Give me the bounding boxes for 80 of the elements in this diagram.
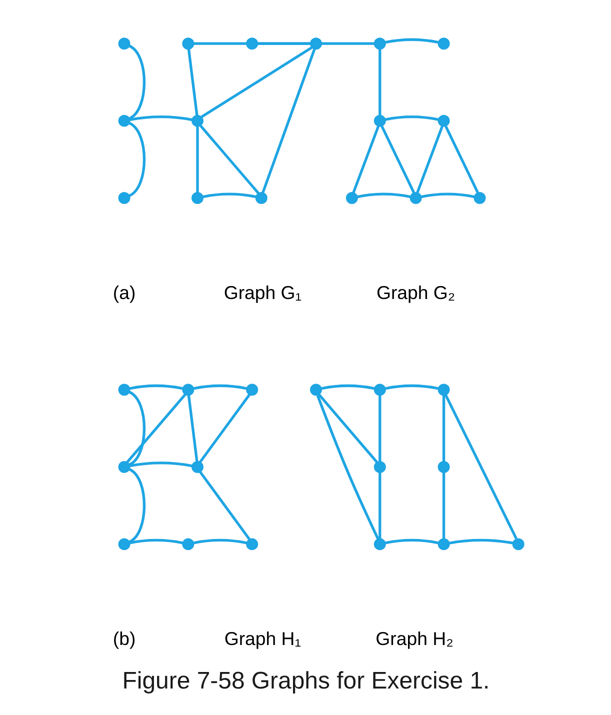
connector [352,126,380,194]
connector [192,384,246,390]
connector [378,472,381,539]
connector [196,126,198,193]
connector [320,384,374,390]
node-circle [246,384,258,396]
connector [129,462,192,468]
connector [128,391,146,466]
node-circle [373,384,386,396]
node-circle [118,192,130,204]
caption: Figure 7-58 Graphs for Exercise 1. [122,668,490,695]
connector [198,394,250,464]
node-circle [373,38,386,50]
connector [384,116,438,121]
node-circle [437,114,450,127]
connector [128,44,146,120]
node-circle [373,114,386,127]
label: (b) [112,628,136,649]
connector [186,48,198,116]
label: Graph G₁ [223,282,302,303]
connector [200,46,312,118]
connector [318,394,378,464]
node-circle [254,192,267,204]
label: Graph H₂ [375,628,453,649]
node-circle [118,114,130,127]
node-circle [437,38,450,50]
connector [384,38,438,44]
connector [129,538,182,544]
connector [126,394,186,464]
connector [186,394,198,462]
node-circle [246,38,258,50]
node-circle [373,538,386,550]
node-circle [246,538,258,550]
connector [128,468,146,544]
connector [378,48,381,116]
connector [198,471,250,540]
node-circle [409,192,422,204]
connector [378,395,381,462]
connector [199,124,260,194]
label: Graph G₂ [376,282,455,303]
node-circle [118,538,130,550]
connector [384,538,438,544]
node-circle [373,460,386,473]
connector [129,384,182,390]
connector [442,472,445,539]
node-circle [182,38,194,50]
connector [420,192,474,198]
node-circle [310,384,322,396]
connector [257,42,374,45]
node-circle [182,538,194,550]
label: Graph H₁ [224,628,301,649]
connector [356,192,410,198]
connector [416,126,444,194]
node-circle [473,192,486,204]
connector [261,48,316,194]
connector [128,122,146,197]
connector [129,116,192,122]
connector [380,126,415,194]
connector [192,538,246,544]
connector [384,384,438,390]
node-circle [512,538,524,550]
node-circle [437,384,450,396]
node-circle [191,460,203,473]
node-circle [437,460,450,473]
connector [442,395,445,462]
node-circle [345,192,358,204]
connector [444,126,478,194]
connector [448,538,513,544]
node-circle [118,38,130,50]
label: (a) [112,282,136,303]
node-circle [191,114,203,127]
connector [444,394,517,540]
node-circle [310,38,322,50]
node-circle [182,384,194,396]
node-circle [118,384,130,396]
node-circle [118,460,130,473]
connector [316,395,379,540]
node-circle [437,538,450,550]
node-circle [191,192,203,204]
connector [202,192,256,198]
